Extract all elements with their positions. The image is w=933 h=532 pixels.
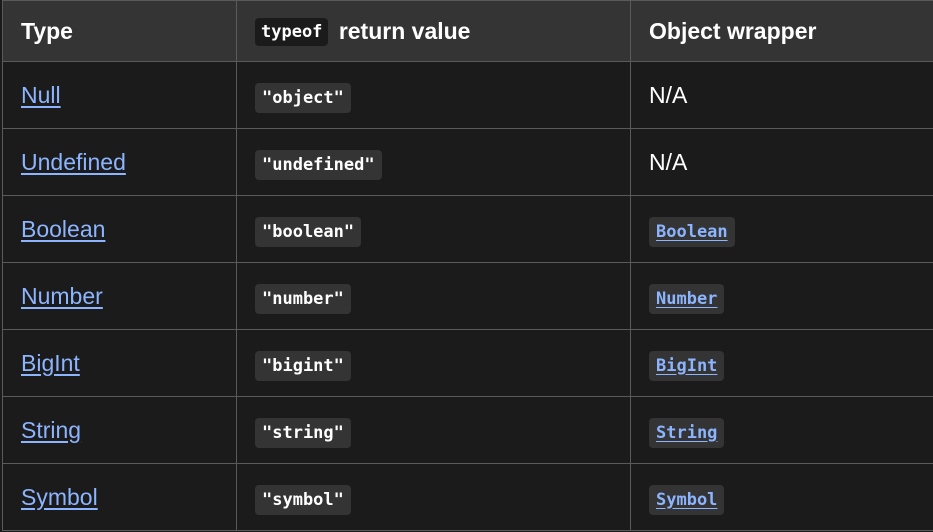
wrapper-code: Boolean [649,216,735,247]
table-row: Boolean "boolean" Boolean [2,195,933,263]
typeof-value: "string" [255,417,351,448]
typeof-cell: "number" [236,262,631,330]
type-cell: BigInt [2,329,237,397]
type-cell: Null [2,61,237,129]
header-typeof: typeof return value [236,0,631,62]
table-row: Undefined "undefined" N/A [2,128,933,196]
wrapper-code: Number [649,283,725,314]
typeof-value: "symbol" [255,484,351,515]
wrapper-cell: N/A [630,128,933,196]
wrapper-link-number[interactable]: Number [649,283,725,314]
type-link-undefined[interactable]: Undefined [21,148,126,175]
header-wrapper-label: Object wrapper [649,17,817,44]
wrapper-link-symbol[interactable]: Symbol [649,484,725,515]
wrapper-link-bigint[interactable]: BigInt [649,350,725,381]
type-cell: Number [2,262,237,330]
typeof-value: "bigint" [255,350,351,381]
header-type-label: Type [21,17,73,44]
wrapper-code: String [649,417,725,448]
wrapper-na: N/A [649,148,688,175]
table-row: Number "number" Number [2,262,933,330]
table-row: BigInt "bigint" BigInt [2,329,933,397]
type-link-string[interactable]: String [21,416,82,443]
typeof-cell: "symbol" [236,463,631,531]
header-typeof-code: typeof [255,17,329,46]
type-link-number[interactable]: Number [21,282,103,309]
header-row: Type typeof return value Object wrapper [2,0,933,62]
typeof-value: "object" [255,82,351,113]
type-link-boolean[interactable]: Boolean [21,215,106,242]
wrapper-cell: Symbol [630,463,933,531]
type-cell: Undefined [2,128,237,196]
header-typeof-label: return value [338,17,471,44]
wrapper-code: Symbol [649,484,725,515]
type-link-symbol[interactable]: Symbol [21,483,98,510]
header-object-wrapper: Object wrapper [630,0,933,62]
typeof-cell: "undefined" [236,128,631,196]
type-cell: Boolean [2,195,237,263]
typeof-value: "boolean" [255,216,362,247]
typeof-cell: "object" [236,61,631,129]
type-cell: String [2,396,237,464]
header-type: Type [2,0,237,62]
typeof-cell: "bigint" [236,329,631,397]
wrapper-na: N/A [649,81,688,108]
wrapper-cell: BigInt [630,329,933,397]
typeof-value: "number" [255,283,351,314]
wrapper-link-string[interactable]: String [649,417,725,448]
table-row: Null "object" N/A [2,61,933,129]
typeof-cell: "string" [236,396,631,464]
wrapper-link-boolean[interactable]: Boolean [649,216,735,247]
table-row: String "string" String [2,396,933,464]
wrapper-code: BigInt [649,350,725,381]
table-row: Symbol "symbol" Symbol [2,463,933,531]
wrapper-cell: N/A [630,61,933,129]
type-link-null[interactable]: Null [21,81,61,108]
type-cell: Symbol [2,463,237,531]
wrapper-cell: String [630,396,933,464]
type-link-bigint[interactable]: BigInt [21,349,80,376]
wrapper-cell: Number [630,262,933,330]
typeof-cell: "boolean" [236,195,631,263]
wrapper-cell: Boolean [630,195,933,263]
typeof-value: "undefined" [255,149,382,180]
